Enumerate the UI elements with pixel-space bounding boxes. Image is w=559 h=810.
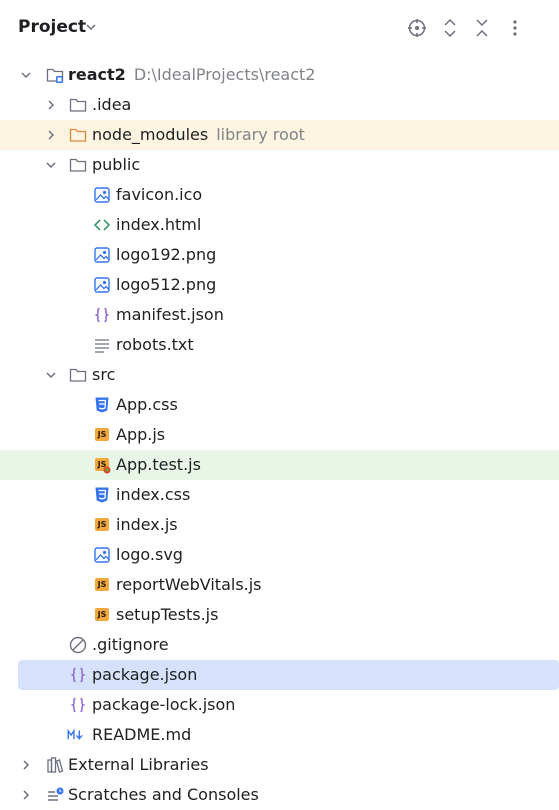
js-file-icon: JS: [95, 428, 109, 441]
tree-item-file[interactable]: JS index.js: [0, 510, 559, 540]
tree-item-node-modules[interactable]: node_modules library root: [0, 120, 559, 150]
chevron-down-icon[interactable]: [85, 22, 97, 32]
crosshair-icon[interactable]: [407, 18, 427, 38]
tree-item-label: react2 D:\IdealProjects\react2: [68, 65, 315, 84]
tree-item-file-selected[interactable]: package.json: [18, 660, 559, 690]
tree-item-label: favicon.ico: [116, 185, 203, 204]
tree-item-label: setupTests.js: [116, 605, 219, 624]
tree-item-idea[interactable]: .idea: [0, 90, 559, 120]
library-icon: [47, 757, 64, 773]
tree-item-src[interactable]: src: [0, 360, 559, 390]
folder-icon: [69, 158, 87, 172]
library-root-note: library root: [216, 125, 305, 144]
project-name: react2: [68, 65, 126, 84]
expand-collapse-icon[interactable]: [440, 18, 460, 38]
tree-item-label: logo192.png: [116, 245, 217, 264]
json-file-icon: [70, 697, 86, 713]
text-file-icon: [95, 339, 109, 353]
tree-item-label: .gitignore: [92, 635, 169, 654]
tree-item-label: index.html: [116, 215, 202, 234]
chevron-right-icon[interactable]: [19, 788, 33, 802]
image-file-icon: [94, 277, 110, 293]
tree-item-file[interactable]: README.md: [0, 720, 559, 750]
tree-item-file[interactable]: .gitignore: [0, 630, 559, 660]
panel-header: Project: [0, 0, 559, 56]
test-marker-icon: [103, 466, 111, 474]
tree-item-file[interactable]: manifest.json: [0, 300, 559, 330]
tree-item-label: App.js: [116, 425, 166, 444]
module-folder-icon: [46, 68, 64, 83]
chevron-right-icon[interactable]: [44, 98, 58, 112]
ignore-file-icon: [69, 636, 87, 654]
tree-item-file[interactable]: index.html: [0, 210, 559, 240]
tree-item-label: node_modules library root: [92, 125, 305, 144]
tree-item-label: logo512.png: [116, 275, 217, 294]
chevron-down-icon[interactable]: [19, 68, 33, 82]
tree-item-label: index.css: [116, 485, 191, 504]
json-file-icon: [70, 667, 86, 683]
tree-item-file[interactable]: JS App.js: [0, 420, 559, 450]
chevron-down-icon[interactable]: [44, 368, 58, 382]
tree-item-label: reportWebVitals.js: [116, 575, 262, 594]
tree-item-label: index.js: [116, 515, 178, 534]
chevron-down-icon[interactable]: [44, 158, 58, 172]
tree-item-root[interactable]: react2 D:\IdealProjects\react2: [0, 60, 559, 90]
tree-item-label: public: [92, 155, 141, 174]
tree-item-label: robots.txt: [116, 335, 194, 354]
project-path: D:\IdealProjects\react2: [133, 65, 316, 84]
js-file-icon: JS: [95, 578, 109, 591]
image-file-icon: [94, 187, 110, 203]
tree-item-label: .idea: [92, 95, 132, 114]
chevron-right-icon[interactable]: [19, 758, 33, 772]
tree-item-file[interactable]: logo.svg: [0, 540, 559, 570]
folder-name: node_modules: [92, 125, 209, 144]
more-icon[interactable]: [505, 18, 525, 38]
tree-item-file[interactable]: package-lock.json: [0, 690, 559, 720]
css-file-icon: [95, 397, 109, 413]
tree-item-label: External Libraries: [68, 755, 209, 774]
html-file-icon: [93, 219, 111, 231]
folder-icon: [69, 368, 87, 382]
tree-item-file[interactable]: logo512.png: [0, 270, 559, 300]
tree-item-file[interactable]: JS reportWebVitals.js: [0, 570, 559, 600]
tree-item-file[interactable]: logo192.png: [0, 240, 559, 270]
folder-icon: [69, 98, 87, 112]
js-file-icon: JS: [95, 608, 109, 621]
tree-item-file[interactable]: index.css: [0, 480, 559, 510]
tree-item-scratches[interactable]: Scratches and Consoles: [0, 780, 559, 810]
tree-item-file[interactable]: JS setupTests.js: [0, 600, 559, 630]
tree-item-public[interactable]: public: [0, 150, 559, 180]
scratches-icon: [48, 787, 64, 801]
tree-item-label: manifest.json: [116, 305, 224, 324]
json-file-icon: [94, 307, 110, 323]
image-file-icon: [94, 247, 110, 263]
panel-title: Project: [18, 17, 87, 37]
library-folder-icon: [69, 128, 87, 142]
tree-item-label: src: [92, 365, 116, 384]
close-icon[interactable]: [472, 18, 492, 38]
markdown-file-icon: [67, 728, 83, 740]
tree-item-label: package-lock.json: [92, 695, 236, 714]
tree-item-file[interactable]: JS App.test.js: [0, 450, 559, 480]
tree-item-label: App.css: [116, 395, 178, 414]
tree-item-label: logo.svg: [116, 545, 183, 564]
js-file-icon: JS: [95, 518, 109, 531]
tree-item-label: README.md: [92, 725, 192, 744]
chevron-right-icon[interactable]: [44, 128, 58, 142]
tree-item-file[interactable]: App.css: [0, 390, 559, 420]
image-file-icon: [94, 547, 110, 563]
css-file-icon: [95, 487, 109, 503]
tree-item-label: App.test.js: [116, 455, 201, 474]
tree-item-label: package.json: [92, 665, 198, 684]
tree-item-file[interactable]: robots.txt: [0, 330, 559, 360]
tree-item-file[interactable]: favicon.ico: [0, 180, 559, 210]
tree-item-label: Scratches and Consoles: [68, 785, 259, 804]
tree-item-external-libraries[interactable]: External Libraries: [0, 750, 559, 780]
